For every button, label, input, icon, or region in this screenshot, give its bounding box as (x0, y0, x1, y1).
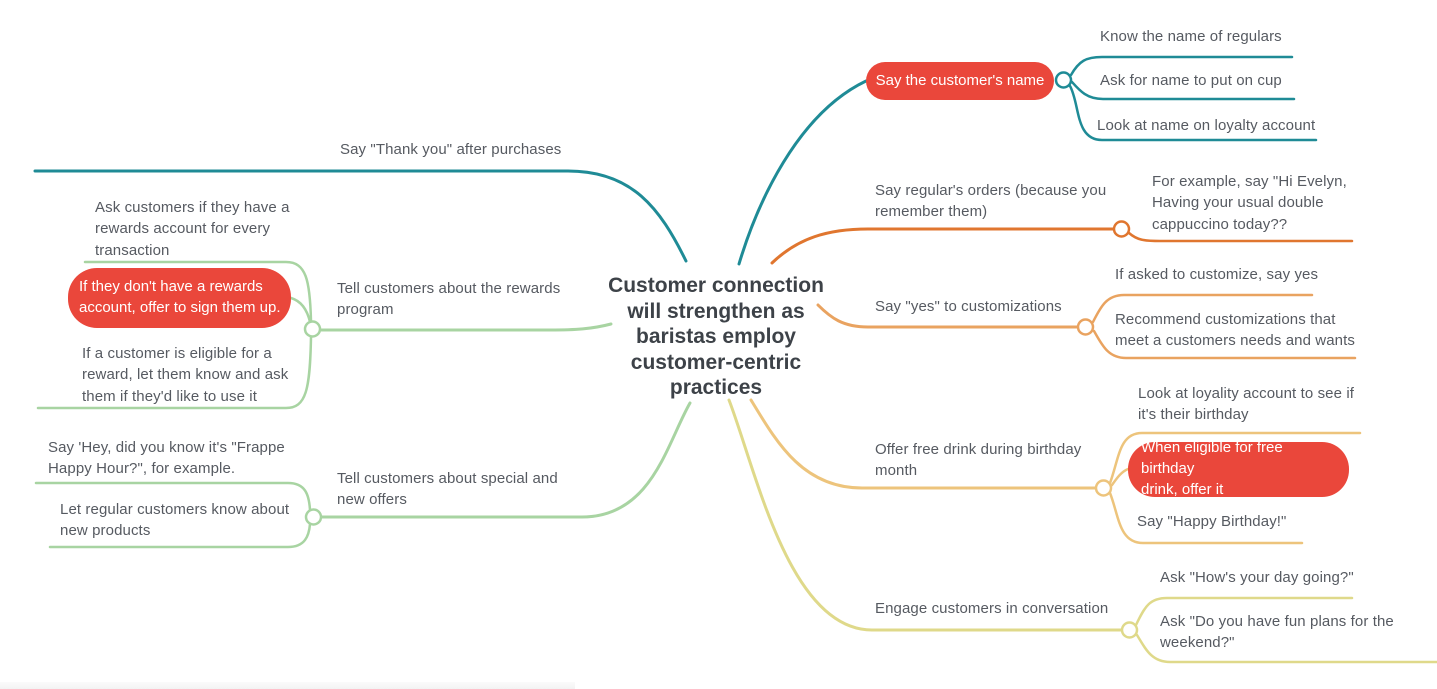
branch-line-thank-you (33, 169, 688, 263)
node-say-thank-you[interactable]: Say "Thank you" after purchases (340, 141, 562, 158)
child-line-name-regulars (1069, 55, 1294, 77)
child-line-birthday-happy (1108, 491, 1304, 545)
node-regulars-orders[interactable]: Say regular's orders (because you rememb… (875, 182, 1107, 221)
node-rewards-program[interactable]: Tell customers about the rewards program (337, 280, 561, 319)
node-free-birthday-drink[interactable]: Offer free drink during birthday month (875, 441, 1082, 480)
branch-line-rewards (319, 322, 613, 332)
node-say-customers-name-highlight[interactable]: Say the customer's name (866, 62, 1054, 100)
collapse-toggle-birthday[interactable] (1094, 479, 1113, 497)
child-line-birthday-offer (1110, 467, 1130, 487)
node-name-know-regulars[interactable]: Know the name of regulars (1100, 28, 1282, 45)
branch-line-conversation (727, 398, 1123, 632)
node-offers-new-products[interactable]: Let regular customers know about new pro… (60, 501, 290, 540)
collapse-toggle-name[interactable] (1054, 71, 1073, 89)
collapse-toggle-offers[interactable] (304, 508, 323, 526)
child-line-offers-frappe (34, 481, 312, 512)
child-line-customize-recommend (1092, 329, 1357, 360)
branch-line-name (737, 79, 868, 266)
node-name-loyalty-account[interactable]: Look at name on loyalty account (1097, 117, 1316, 134)
node-rewards-ask-customers[interactable]: Ask customers if they have a rewards acc… (95, 199, 290, 259)
child-line-offers-newproducts (48, 522, 312, 549)
child-line-birthday-loyality (1108, 431, 1362, 485)
collapse-toggle-conversation[interactable] (1120, 621, 1139, 639)
child-line-conversation-day (1134, 596, 1354, 627)
node-birthday-say-happy[interactable]: Say "Happy Birthday!" (1137, 513, 1287, 530)
collapse-toggle-customizations[interactable] (1076, 318, 1095, 336)
node-engage-conversation[interactable]: Engage customers in conversation (875, 600, 1109, 617)
node-yes-to-customizations[interactable]: Say "yes" to customizations (875, 298, 1062, 315)
node-conversation-weekend[interactable]: Ask "Do you have fun plans for the weeke… (1160, 613, 1394, 652)
child-line-rewards-ask (83, 260, 313, 323)
child-line-customize-yes (1091, 293, 1314, 324)
central-topic[interactable]: Customer connection will strengthen as b… (608, 274, 824, 400)
branch-line-customizations (816, 303, 1079, 329)
node-orders-example-evelyn[interactable]: For example, say "Hi Evelyn, Having your… (1152, 173, 1347, 233)
node-offers-frappe[interactable]: Say 'Hey, did you know it's "Frappe Happ… (48, 439, 285, 478)
collapse-toggle-rewards[interactable] (303, 320, 322, 338)
collapse-toggle-orders[interactable] (1112, 220, 1131, 238)
bottom-edge-shadow (0, 682, 575, 689)
child-line-name-loyalty (1068, 84, 1318, 142)
node-customize-say-yes[interactable]: If asked to customize, say yes (1115, 266, 1319, 283)
node-customize-recommend[interactable]: Recommend customizations that meet a cus… (1115, 311, 1355, 350)
child-line-name-cup (1070, 80, 1296, 101)
node-special-offers[interactable]: Tell customers about special and new off… (337, 470, 558, 509)
child-line-rewards-signup (289, 296, 312, 324)
branch-line-orders (770, 227, 1115, 265)
node-birthday-offer-highlight[interactable]: When eligible for free birthday drink, o… (1128, 439, 1349, 498)
branch-line-birthday (749, 398, 1097, 490)
node-rewards-eligible[interactable]: If a customer is eligible for a reward, … (82, 345, 289, 405)
node-rewards-signup-highlight[interactable]: If they don't have a rewards account, of… (68, 268, 291, 328)
node-name-ask-for-cup[interactable]: Ask for name to put on cup (1100, 72, 1282, 89)
child-line-conversation-weekend (1135, 633, 1437, 664)
child-line-rewards-eligible (36, 335, 313, 410)
branch-line-offers (320, 401, 692, 519)
child-line-orders-example (1127, 231, 1354, 243)
node-birthday-check-loyality[interactable]: Look at loyality account to see if it's … (1138, 385, 1355, 424)
node-conversation-day-going[interactable]: Ask "How's your day going?" (1160, 569, 1354, 586)
